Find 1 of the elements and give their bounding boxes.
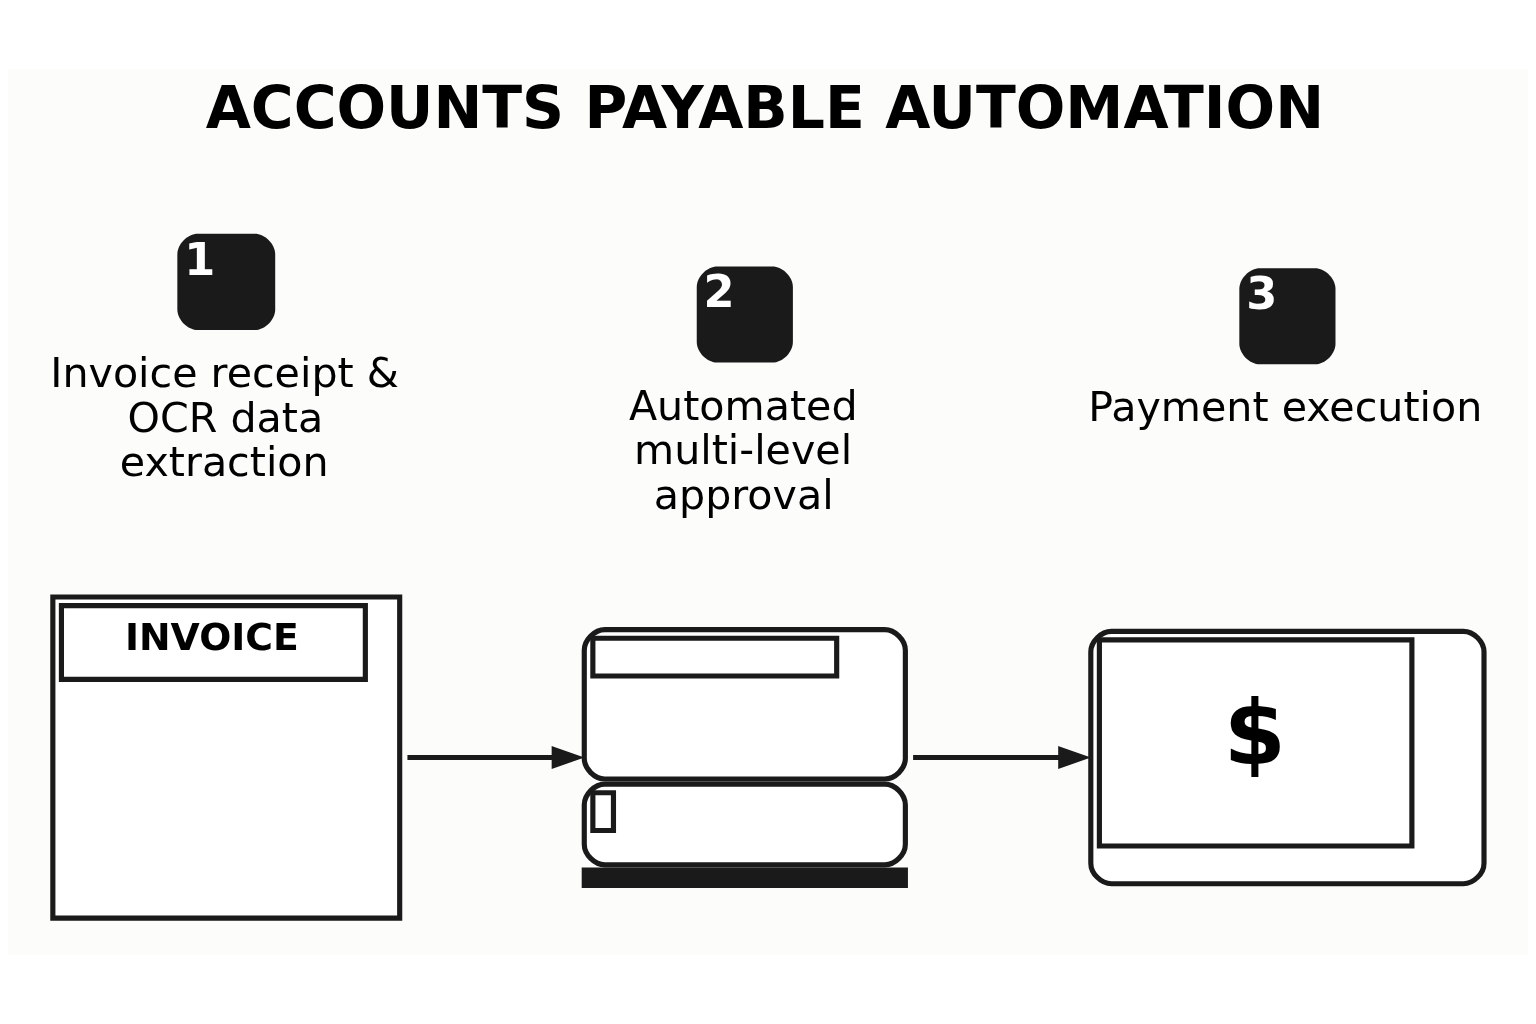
diagram-title: ACCOUNTS PAYABLE AUTOMATION [205,73,1325,142]
